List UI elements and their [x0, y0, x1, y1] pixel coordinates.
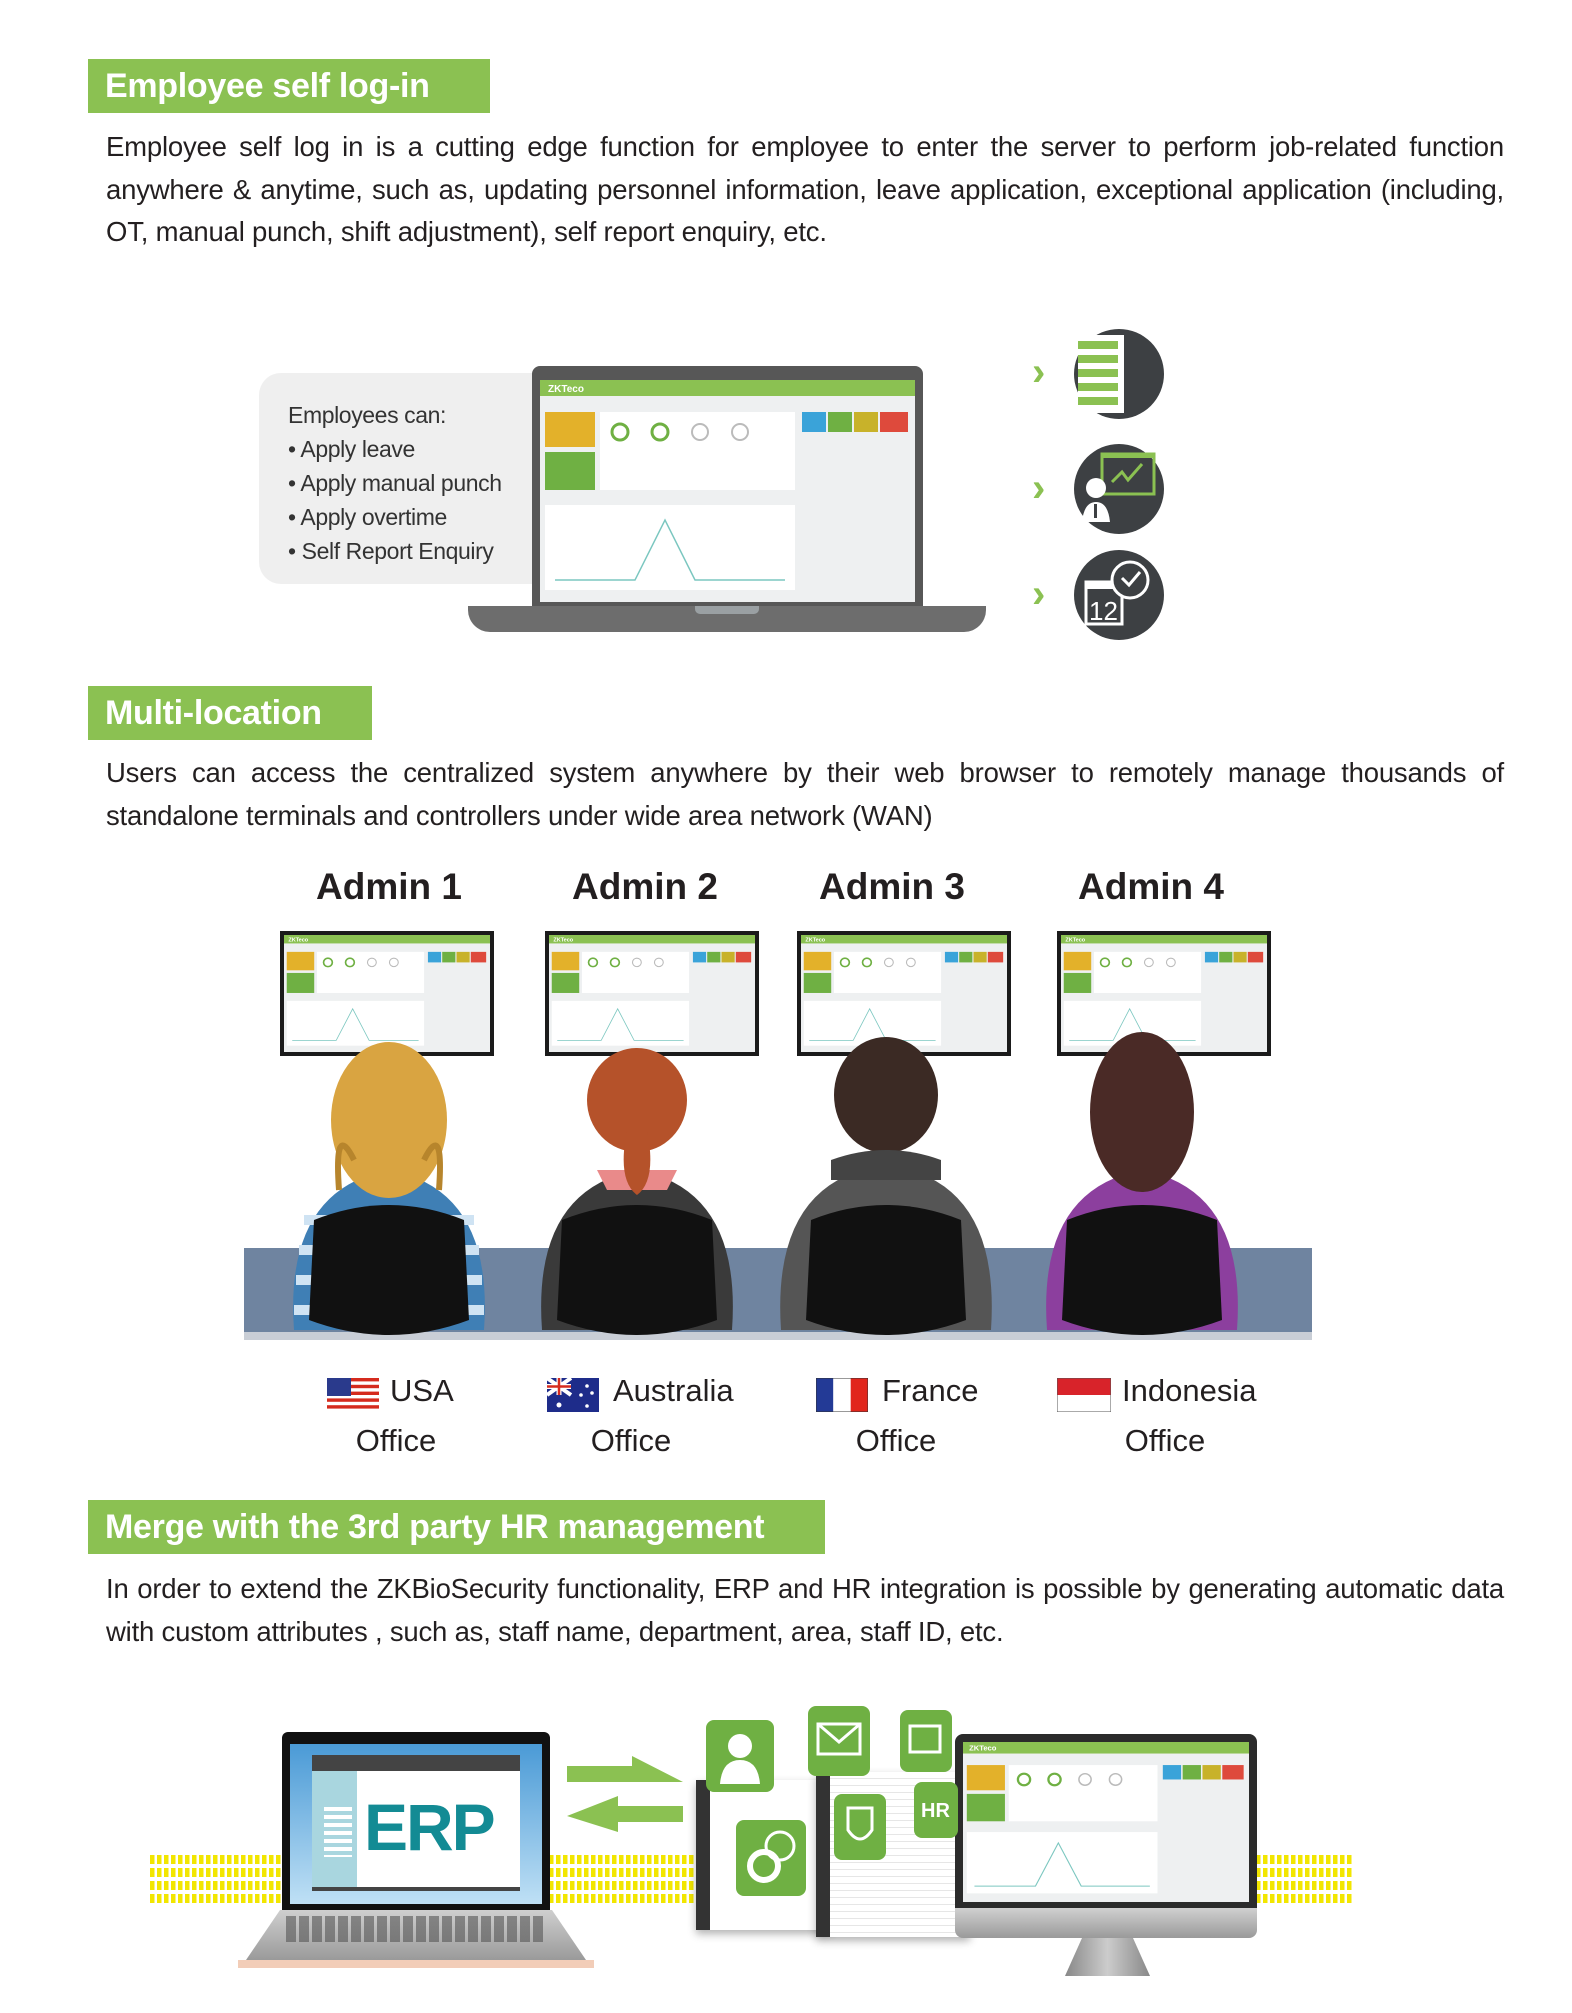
- laptop-base: [468, 606, 986, 632]
- office-country: Australia: [613, 1373, 734, 1408]
- list-item: • Apply leave: [288, 436, 415, 462]
- office-label: Office: [1124, 1423, 1206, 1458]
- erp-laptop-illustration: ERP: [282, 1732, 550, 1910]
- hr-icon: HR: [914, 1782, 958, 1838]
- svg-text:ZKTeco: ZKTeco: [1065, 937, 1085, 943]
- employees-can-heading: Employees can:: [288, 402, 447, 428]
- laptop-illustration: ZKTeco: [532, 366, 923, 608]
- chevron-right-icon: ›: [1032, 350, 1046, 394]
- list-item: • Self Report Enquiry: [288, 538, 494, 564]
- admin-person: [541, 1048, 733, 1335]
- monitor-chin: [955, 1908, 1257, 1938]
- section-title-multi-location: Multi-location: [88, 686, 372, 740]
- svg-text:ZKTeco: ZKTeco: [805, 937, 825, 943]
- admin-monitor: ZKTeco: [545, 931, 759, 1056]
- chevron-right-icon: ›: [1032, 572, 1046, 616]
- svg-text:12: 12: [1089, 596, 1118, 626]
- admin-monitor: ZKTeco: [1057, 931, 1271, 1056]
- erp-logo-text: ERP: [364, 1790, 496, 1864]
- admin-label: Admin 4: [1078, 866, 1224, 907]
- dashboard-screen: ZKTeco: [963, 1742, 1249, 1902]
- admins-at-desk-illustration: [244, 1032, 1312, 1340]
- section-title-hr-merge: Merge with the 3rd party HR management: [88, 1500, 825, 1554]
- australia-flag-icon: [547, 1378, 599, 1412]
- user-add-icon: [706, 1720, 774, 1792]
- laptop-shadow: [238, 1960, 594, 1968]
- calendar-icon: [900, 1710, 952, 1772]
- section-title-self-login: Employee self log-in: [88, 59, 490, 113]
- chevron-right-icon: ›: [1032, 466, 1046, 510]
- multi-location-description: Users can access the centralized system …: [106, 757, 1504, 831]
- shield-icon: [834, 1794, 886, 1860]
- usa-flag-icon: [327, 1378, 379, 1412]
- document-list-icon: [1074, 329, 1164, 419]
- office-label: Office: [355, 1423, 437, 1458]
- office-country: Indonesia: [1122, 1373, 1257, 1408]
- mail-icon: [808, 1706, 870, 1776]
- employees-can-box: [259, 373, 559, 584]
- admin-label: Admin 1: [316, 866, 462, 907]
- france-flag-icon: [816, 1378, 868, 1412]
- self-login-description: Employee self log in is a cutting edge f…: [106, 131, 1504, 247]
- hr-merge-description: In order to extend the ZKBioSecurity fun…: [106, 1573, 1504, 1647]
- office-label: Office: [590, 1423, 672, 1458]
- admin-person: [1046, 1032, 1238, 1335]
- admin-label: Admin 2: [572, 866, 718, 907]
- admin-person: [780, 1037, 992, 1335]
- desktop-monitor-illustration: ZKTeco: [955, 1734, 1257, 1908]
- office-country: France: [882, 1373, 979, 1408]
- list-item: • Apply overtime: [288, 504, 447, 530]
- hr-app-icons: HR: [706, 1706, 958, 1896]
- sync-arrows-icon: [567, 1756, 683, 1832]
- svg-text:ZKTeco: ZKTeco: [548, 384, 584, 395]
- indonesia-flag-icon: [1057, 1378, 1111, 1412]
- svg-text:ZKTeco: ZKTeco: [288, 937, 308, 943]
- monitor-stand: [1065, 1938, 1150, 1976]
- settings-clock-icon: [736, 1820, 806, 1896]
- admin-label: Admin 3: [819, 866, 965, 907]
- erp-laptop-keyboard: [246, 1910, 586, 1960]
- calendar-clock-icon: 12: [1074, 550, 1164, 640]
- svg-text:ZKTeco: ZKTeco: [553, 937, 573, 943]
- presentation-icon: [1074, 444, 1164, 534]
- list-item: • Apply manual punch: [288, 470, 502, 496]
- office-country: USA: [390, 1373, 454, 1408]
- admin-monitor: ZKTeco: [280, 931, 494, 1056]
- office-label: Office: [855, 1423, 937, 1458]
- svg-text:HR: HR: [921, 1800, 950, 1822]
- svg-text:ZKTeco: ZKTeco: [969, 1744, 997, 1753]
- employees-can-list: Employees can: • Apply leave • Apply man…: [288, 398, 502, 568]
- dashboard-screen: ZKTeco: [540, 380, 915, 602]
- admin-person: [293, 1042, 485, 1335]
- admin-monitor: ZKTeco: [797, 931, 1011, 1056]
